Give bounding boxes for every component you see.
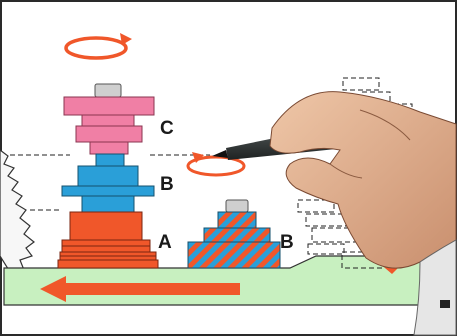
sleeve: [413, 239, 457, 336]
big-stack: [57, 83, 159, 269]
hand-icon: [269, 91, 457, 336]
label-b: B: [160, 174, 174, 195]
rotation-arrow-icon-small: [186, 152, 246, 177]
gear-edge: [0, 149, 35, 273]
label-a: A: [158, 232, 172, 253]
left-arrow-icon: [40, 276, 240, 302]
label-c: C: [160, 118, 174, 139]
cufflink: [440, 300, 450, 308]
label-b-small: B: [280, 232, 294, 253]
small-stack: [187, 199, 281, 269]
stack-top-cap: [94, 83, 122, 98]
rotation-arrow-icon: [64, 33, 132, 60]
